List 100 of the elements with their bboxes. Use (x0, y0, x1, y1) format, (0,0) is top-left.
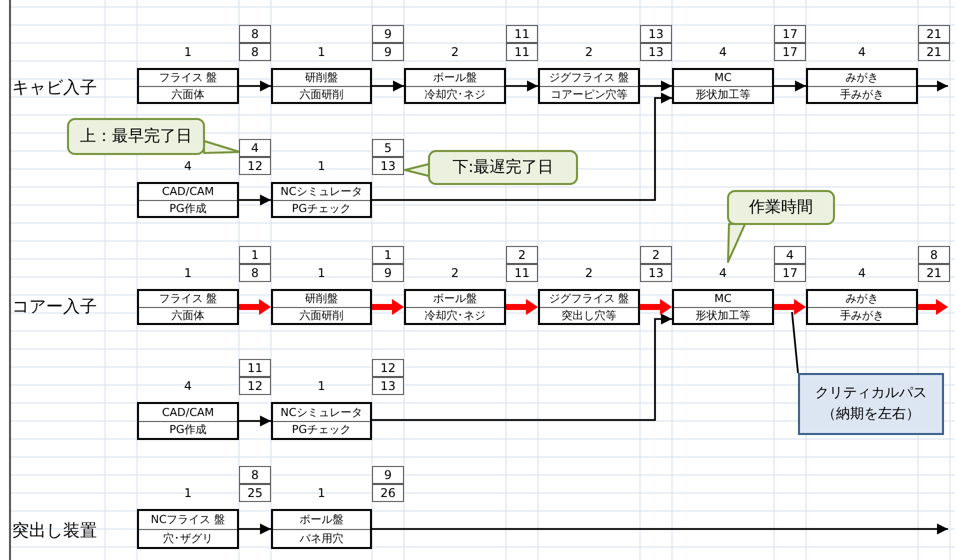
duration-value: 1 (183, 485, 193, 502)
late-finish-day: 8 (239, 264, 271, 282)
process-box (672, 68, 774, 104)
process-detail: 冷却穴･ネジ (424, 88, 486, 100)
early-finish-day: 17 (774, 25, 806, 43)
arrow (239, 524, 271, 534)
process-name: NCフライス 盤 (150, 514, 226, 526)
process-detail: PG作成 (169, 202, 207, 214)
late-finish-day: 9 (372, 43, 404, 61)
late-finish-day: 17 (774, 43, 806, 61)
process-detail: コアーピン穴等 (550, 88, 628, 100)
leader-line (791, 312, 799, 374)
process-box (271, 289, 372, 325)
late-finish-day: 13 (372, 377, 404, 395)
late-finish-day: 9 (372, 264, 404, 282)
early-finish-day: 9 (372, 466, 404, 484)
arrow (506, 80, 538, 92)
early-finish-day: 8 (239, 466, 271, 484)
late-finish-day: 21 (918, 43, 950, 61)
callout-tail (727, 223, 746, 263)
callout-text: クリティカルパス（納期を左右） (814, 384, 928, 424)
late-finish-day: 21 (918, 264, 950, 282)
process-detail: 形状加工等 (696, 88, 750, 100)
duration-value: 1 (316, 158, 326, 175)
process-box (137, 509, 239, 549)
arrow (372, 314, 672, 421)
process-box (538, 68, 640, 104)
early-finish-day: 13 (640, 25, 672, 43)
late-finish-day: 25 (239, 484, 271, 502)
note-box (798, 373, 944, 435)
process-box (137, 402, 239, 440)
process-name: NCシミュレータ (280, 406, 362, 418)
process-detail: 六面研削 (300, 310, 344, 321)
duration-value: 4 (718, 44, 728, 61)
process-name: ボール盤 (433, 72, 477, 84)
late-finish-day: 13 (640, 43, 672, 61)
late-finish-day: 26 (372, 484, 404, 502)
row-heading: 突出し装置 (12, 520, 97, 542)
arrow (239, 416, 271, 426)
duration-value: 4 (183, 378, 193, 395)
process-detail: 冷却穴･ネジ (424, 310, 486, 321)
late-finish-day: 12 (239, 377, 271, 395)
process-detail: バネ用穴 (300, 532, 344, 544)
process-detail: 手みがき (840, 88, 884, 100)
duration-value: 1 (316, 485, 326, 502)
duration-value: 1 (316, 265, 326, 282)
late-finish-day: 12 (239, 157, 271, 175)
process-name: CAD/CAM (162, 186, 214, 198)
arrow (506, 299, 538, 315)
process-box (271, 68, 372, 104)
process-detail: 六面研削 (300, 88, 344, 100)
arrow (918, 80, 948, 92)
late-finish-day: 11 (506, 43, 538, 61)
row-heading: コアー入子 (12, 296, 97, 318)
process-box (271, 509, 372, 549)
process-detail: 六面体 (172, 310, 204, 321)
duration-value: 4 (857, 265, 867, 282)
early-finish-day: 11 (239, 359, 271, 377)
process-name: MC (714, 293, 732, 304)
process-detail: 形状加工等 (696, 310, 750, 321)
process-name: ボール盤 (300, 514, 344, 526)
process-name: みがき (846, 293, 878, 304)
row-heading: キャビ入子 (12, 77, 97, 99)
duration-value: 2 (584, 44, 594, 61)
arrow (774, 80, 806, 92)
duration-value: 1 (316, 378, 326, 395)
early-finish-day: 4 (239, 139, 271, 157)
arrow (918, 299, 948, 315)
early-finish-day: 1 (239, 246, 271, 264)
early-finish-day: 9 (372, 25, 404, 43)
process-detail: 穴･ザグリ (163, 532, 213, 544)
duration-value: 1 (183, 44, 193, 61)
duration-value: 4 (718, 265, 728, 282)
process-box (806, 289, 918, 325)
process-box (137, 182, 239, 218)
arrow (372, 92, 672, 201)
early-finish-day: 5 (372, 139, 404, 157)
arrow (640, 299, 672, 315)
arrow (372, 80, 404, 92)
callout-tail (404, 163, 430, 177)
process-box (806, 68, 918, 104)
process-name: フライス 盤 (158, 293, 218, 304)
late-finish-day: 13 (640, 264, 672, 282)
duration-value: 1 (316, 44, 326, 61)
callout-text: 作業時間 (749, 197, 813, 218)
process-name: みがき (846, 72, 878, 84)
process-box (271, 402, 372, 440)
process-name: MC (714, 72, 732, 84)
early-finish-day: 2 (640, 246, 672, 264)
arrow (239, 194, 271, 206)
process-box (137, 289, 239, 325)
process-detail: 六面体 (172, 88, 204, 100)
callout-bubble (428, 150, 578, 185)
process-detail: PG作成 (169, 424, 207, 436)
process-name: ボール盤 (433, 293, 477, 304)
process-name: CAD/CAM (162, 406, 214, 418)
early-finish-day: 4 (774, 246, 806, 264)
arrow (239, 80, 271, 92)
arrow (640, 80, 672, 92)
late-finish-day: 17 (774, 264, 806, 282)
